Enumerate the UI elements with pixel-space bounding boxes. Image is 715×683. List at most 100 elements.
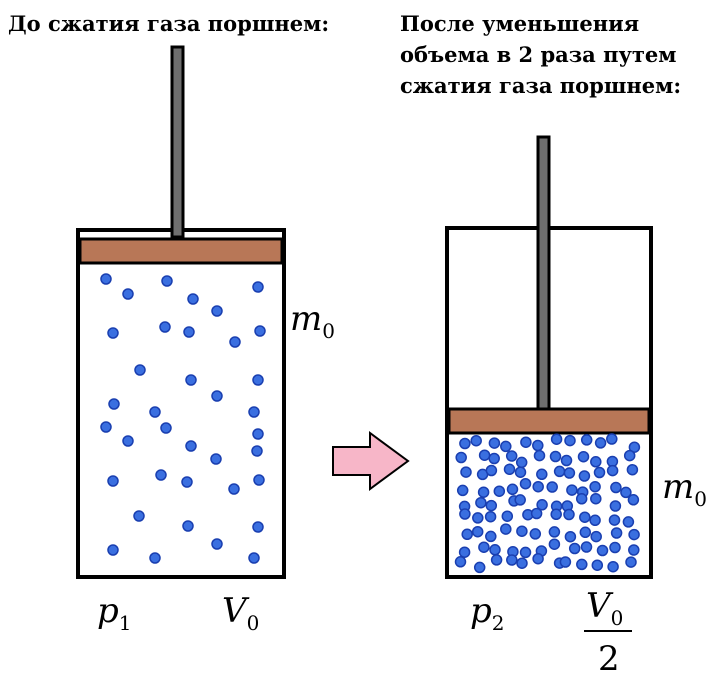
gas-particle <box>187 293 199 305</box>
gas-particle <box>589 480 601 493</box>
mass-label-after: m0 <box>662 467 707 511</box>
gas-particle <box>503 463 516 476</box>
piston-rod-after <box>536 135 551 411</box>
gas-particle <box>122 288 134 300</box>
caption-after: После уменьшения объема в 2 раза путем с… <box>400 8 681 101</box>
gas-particle <box>519 546 532 559</box>
gas-particle <box>100 421 112 433</box>
gas-particle <box>577 450 590 463</box>
pressure-p1-label: p1 <box>97 591 132 635</box>
gas-particle <box>533 449 546 462</box>
gas-particle <box>516 557 528 569</box>
gas-particle <box>576 558 588 571</box>
gas-particle <box>628 544 640 556</box>
gas-particle <box>484 510 497 523</box>
gas-particle <box>563 508 575 521</box>
gas-particle <box>471 525 484 538</box>
gas-particle <box>485 499 498 512</box>
cylinder-after <box>445 135 653 579</box>
gas-particle <box>626 463 639 476</box>
gas-particle <box>228 483 240 495</box>
gas-particles-before <box>100 273 266 564</box>
gas-particle <box>470 434 482 447</box>
gas-particles-after <box>454 433 641 574</box>
gas-particle <box>252 281 264 293</box>
gas-particle <box>627 494 640 506</box>
gas-particle <box>596 544 609 557</box>
gas-particle <box>590 492 602 505</box>
gas-particle <box>566 484 578 496</box>
gas-particle <box>610 481 622 494</box>
gas-particle <box>580 541 593 553</box>
piston-rod-before <box>170 45 185 239</box>
gas-particle <box>455 451 467 464</box>
gas-particle <box>610 527 623 539</box>
gas-particle <box>590 456 602 468</box>
gas-particle <box>505 450 518 462</box>
gas-particle <box>620 486 632 499</box>
gas-particle <box>122 435 134 447</box>
gas-particle <box>532 439 544 452</box>
gas-particle <box>252 428 264 440</box>
gas-particle <box>515 456 528 469</box>
gas-particle <box>532 480 544 493</box>
gas-particle <box>149 406 161 418</box>
gas-particle <box>529 528 542 540</box>
gas-particle <box>478 541 490 553</box>
pressure-p2-label: p2 <box>470 591 505 635</box>
cylinder-before <box>76 45 286 579</box>
caption-after-line-1: После уменьшения <box>400 11 640 36</box>
gas-particle <box>488 452 500 465</box>
gas-particle <box>506 554 518 566</box>
gas-particle <box>506 483 519 496</box>
gas-particle <box>211 390 223 402</box>
gas-particle <box>591 559 604 571</box>
mass-label-before: m0 <box>290 299 335 343</box>
gas-particle <box>607 560 619 573</box>
gas-particle <box>593 466 606 479</box>
gas-particle <box>530 507 543 520</box>
gas-particle <box>155 469 167 481</box>
fraction-numerator: V0 <box>586 586 623 630</box>
gas-particle <box>252 521 264 533</box>
gas-particle <box>623 449 636 462</box>
gas-particle <box>575 493 588 505</box>
gas-particle <box>210 453 222 465</box>
gas-particle <box>609 541 621 554</box>
gas-particle <box>559 556 572 568</box>
gas-particle <box>248 406 260 418</box>
piston-before <box>78 237 284 265</box>
gas-particle <box>185 440 197 452</box>
gas-particle <box>254 325 266 337</box>
gas-particle <box>475 496 487 509</box>
gas-particle <box>578 470 591 482</box>
gas-particle <box>625 556 637 568</box>
gas-particle <box>628 441 641 453</box>
gas-particle <box>161 275 173 287</box>
piston-after <box>447 407 651 435</box>
gas-particle <box>550 433 563 445</box>
gas-particle <box>160 422 172 434</box>
gas-particle <box>159 321 171 333</box>
gas-particle <box>564 530 577 543</box>
gas-particle <box>501 510 514 522</box>
gas-particle <box>606 464 619 477</box>
gas-particle <box>514 466 527 478</box>
gas-particle <box>251 445 263 457</box>
gas-particle <box>485 464 498 477</box>
gas-particle <box>211 305 223 317</box>
gas-particle <box>134 364 146 376</box>
gas-particle <box>488 437 501 449</box>
gas-particle <box>536 468 548 481</box>
gas-particle <box>622 516 635 528</box>
gas-particle <box>609 500 622 512</box>
volume-v0-label: V0 <box>222 591 259 635</box>
gas-particle <box>608 514 621 526</box>
gas-particle <box>253 474 265 486</box>
gas-particle <box>185 374 197 386</box>
gas-particle <box>459 437 471 450</box>
gas-particle <box>490 554 503 566</box>
gas-particle <box>107 475 119 487</box>
gas-particle <box>500 440 512 453</box>
gas-particle <box>461 528 473 541</box>
